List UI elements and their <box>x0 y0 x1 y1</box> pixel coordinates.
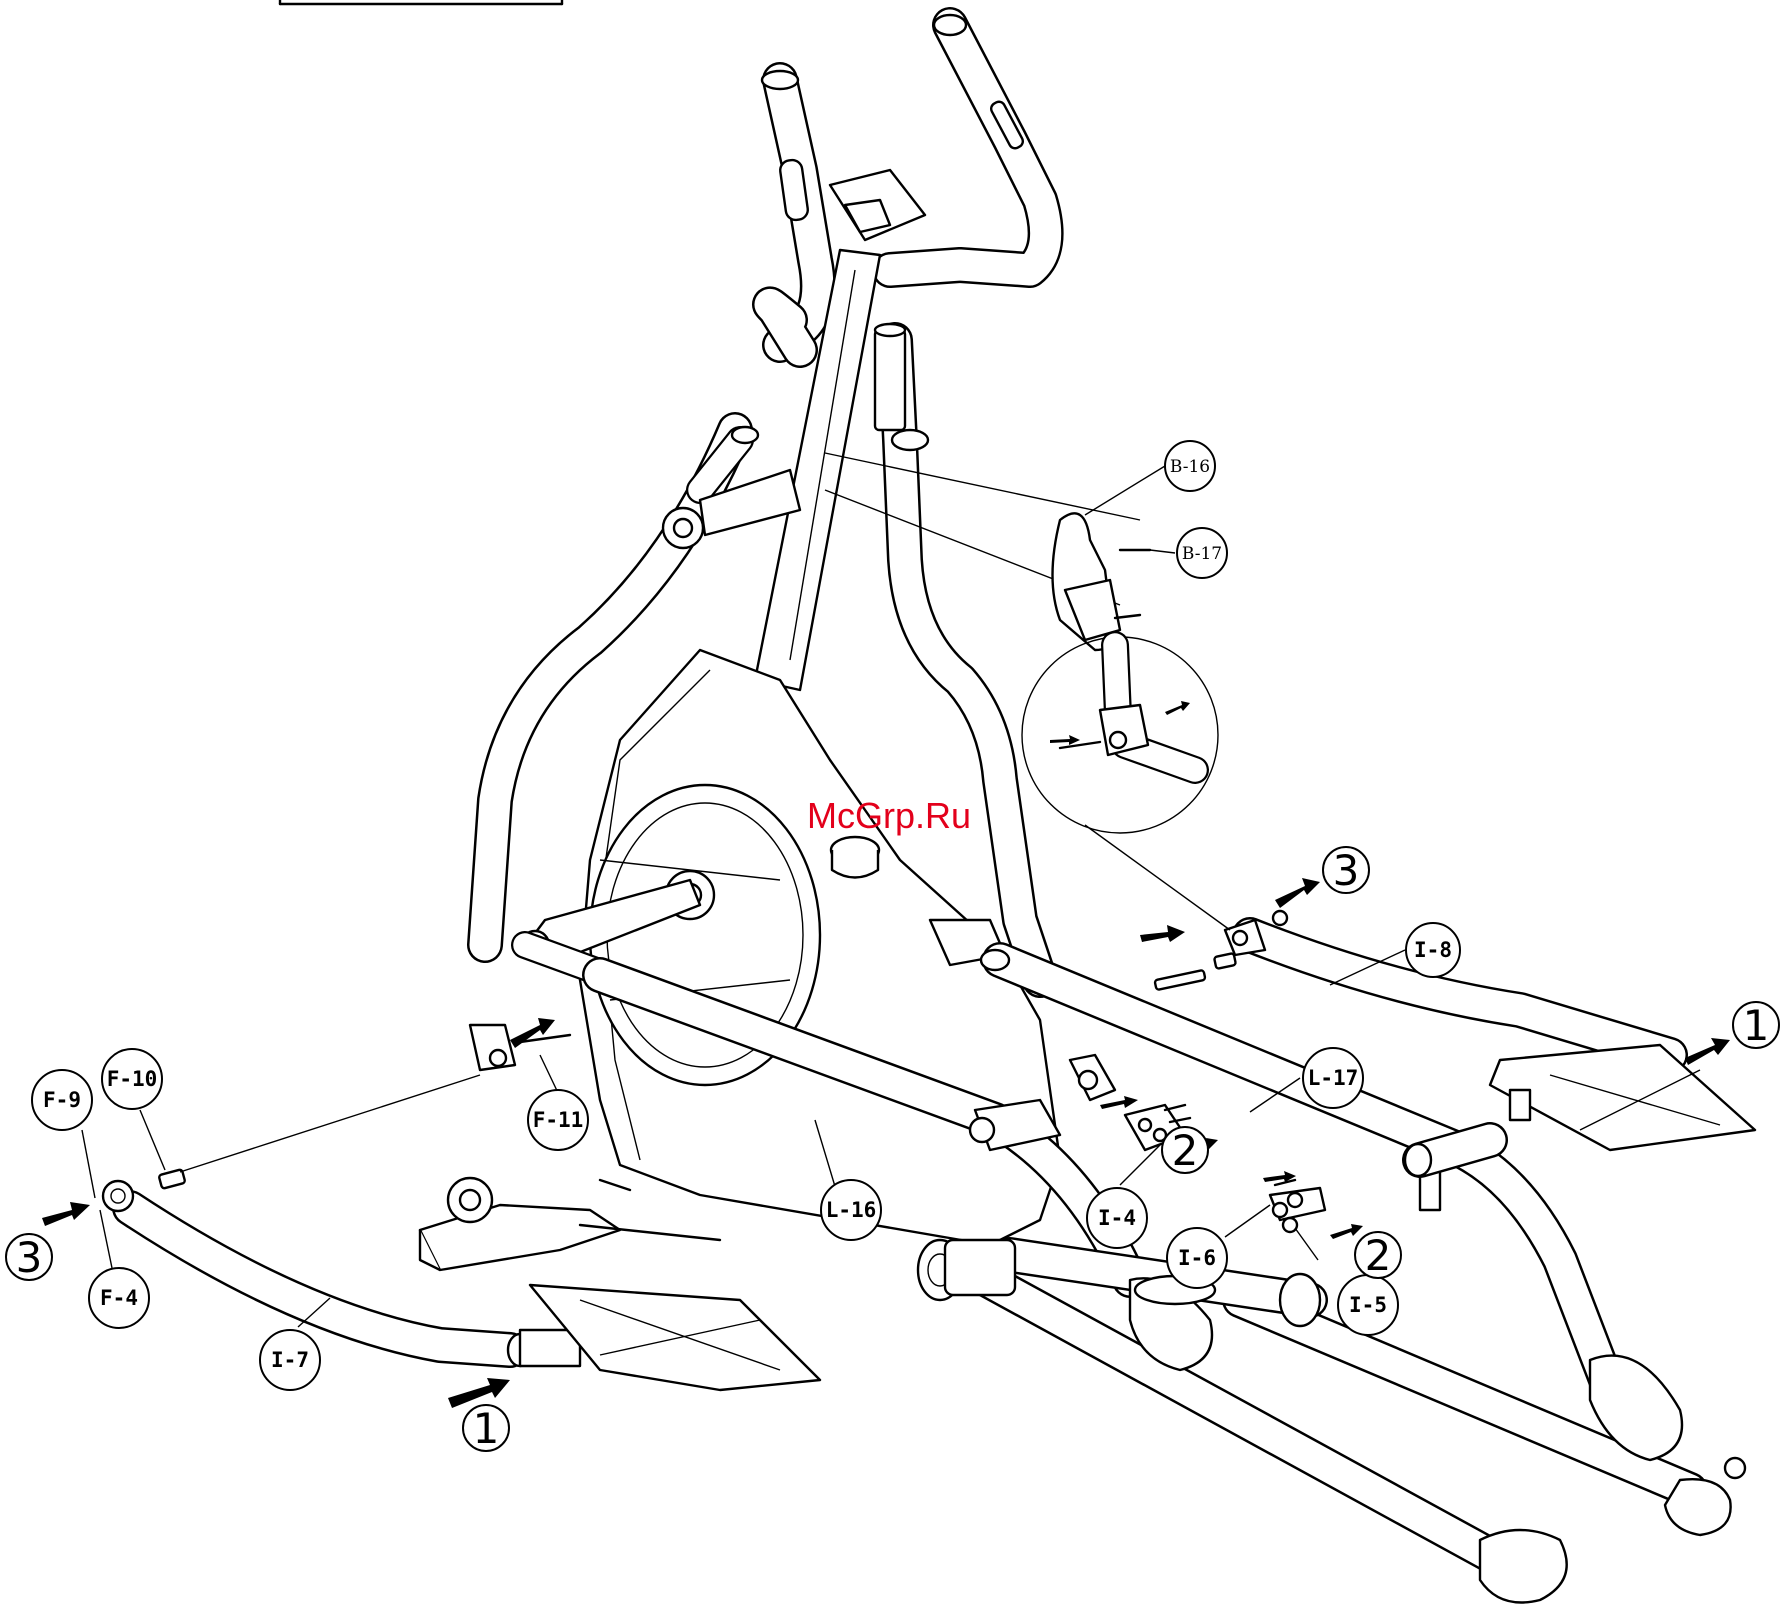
callout-i4: I-4 <box>1087 1188 1147 1248</box>
page-frame-fragment <box>280 0 562 4</box>
arrow-bolt-1 <box>1100 1096 1138 1109</box>
step-number-left-1: 1 <box>463 1404 509 1453</box>
arrow-right-step1 <box>1685 1038 1730 1065</box>
step-label-2a: 2 <box>1172 1126 1199 1175</box>
arrow-left-step3 <box>42 1202 90 1226</box>
step-number-2b: 2 <box>1355 1231 1401 1280</box>
step-number-right-1: 1 <box>1733 1001 1779 1050</box>
callout-i5: I-5 <box>1338 1275 1398 1335</box>
callout-label-i6: I-6 <box>1178 1246 1216 1270</box>
callout-i8: I-8 <box>1406 923 1460 977</box>
callout-l16: L-16 <box>821 1180 881 1240</box>
arrow-pin-right <box>1140 925 1185 942</box>
step-label-2b: 2 <box>1365 1231 1392 1280</box>
callout-f10: F-10 <box>102 1049 162 1109</box>
arrow-bolt-4 <box>1330 1224 1363 1239</box>
callout-label-i5: I-5 <box>1349 1293 1387 1317</box>
watermark-text: McGrp.Ru <box>807 795 971 836</box>
step-label-right-1: 1 <box>1743 1001 1770 1050</box>
callout-label-i8: I-8 <box>1414 938 1452 962</box>
callout-b17: B-17 <box>1177 528 1227 578</box>
callout-label-f11: F-11 <box>533 1108 584 1132</box>
callout-label-b17: B-17 <box>1182 544 1222 564</box>
callout-f4: F-4 <box>89 1268 149 1328</box>
callout-b16: B-16 <box>1165 441 1215 491</box>
hardware-bolts <box>1125 1105 1325 1232</box>
callout-i7: I-7 <box>260 1330 320 1390</box>
step-label-left-1: 1 <box>473 1404 500 1453</box>
arrow-right-step3 <box>1275 878 1320 908</box>
arrow-detail-2 <box>1165 701 1190 715</box>
callout-label-f4: F-4 <box>100 1286 138 1310</box>
callout-label-l17: L-17 <box>1308 1066 1359 1090</box>
callout-f9: F-9 <box>32 1070 92 1130</box>
callout-label-i7: I-7 <box>271 1348 309 1372</box>
arrow-bracket-left <box>510 1018 555 1048</box>
callout-f11: F-11 <box>528 1090 588 1150</box>
callout-label-b16: B-16 <box>1170 457 1210 477</box>
step-label-left-3: 3 <box>16 1233 43 1282</box>
callout-label-f9: F-9 <box>43 1088 81 1112</box>
step-label-right-3: 3 <box>1333 846 1360 895</box>
callout-i6: I-6 <box>1167 1228 1227 1288</box>
callout-label-i4: I-4 <box>1098 1206 1136 1230</box>
arrow-detail-1 <box>1050 735 1080 745</box>
step-number-2a: 2 <box>1162 1126 1208 1175</box>
step-number-right-3: 3 <box>1323 846 1369 895</box>
step-number-left-3: 3 <box>6 1233 52 1282</box>
callout-l17: L-17 <box>1303 1048 1363 1108</box>
callout-label-f10: F-10 <box>107 1067 158 1091</box>
callout-label-l16: L-16 <box>826 1198 877 1222</box>
